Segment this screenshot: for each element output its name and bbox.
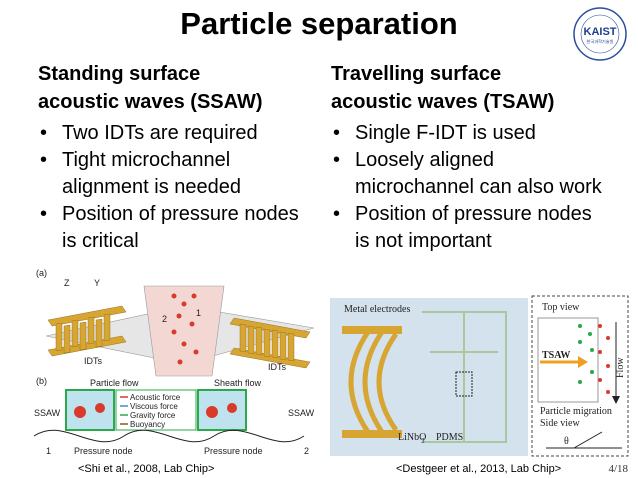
side-view-label: Side view	[540, 418, 580, 429]
pdms-label: PDMS	[436, 432, 463, 443]
num-1: 1	[46, 446, 51, 456]
right-bullet: Single F-IDT is used	[331, 120, 611, 147]
tsaw-figure: Metal electrodes LiNbO 3 PDMS Top view T…	[330, 292, 630, 460]
left-bullet: Two IDTs are required	[38, 120, 300, 147]
page-number: 4/18	[608, 463, 628, 475]
num-2: 2	[162, 314, 167, 324]
top-view-label: Top view	[542, 302, 580, 313]
right-bullet: Loosely aligned microchannel can also wo…	[331, 147, 611, 201]
ssaw-figure: (a)	[34, 268, 315, 456]
fig-label-b: (b)	[36, 376, 47, 386]
panel-b-legend-box	[115, 389, 197, 431]
kaist-logo: KAIST 한국과학기술원	[573, 7, 627, 61]
left-bullet: Tight microchannel alignment is needed	[38, 147, 300, 201]
particle-migration-label: Particle migration	[540, 406, 612, 417]
left-heading: Standing surface acoustic waves (SSAW)	[38, 60, 263, 116]
logo-text: KAIST	[584, 26, 617, 38]
right-citation: <Destgeer et al., 2013, Lab Chip>	[396, 463, 562, 475]
sheath-flow-label: Sheath flow	[214, 378, 262, 388]
left-heading-line1: Standing surface	[38, 63, 201, 85]
legend-buoyancy: Buoyancy	[130, 420, 165, 429]
ssaw-wave	[34, 429, 305, 443]
slide-title: Particle separation	[180, 6, 458, 41]
tsaw-label: TSAW	[542, 350, 570, 361]
panel-b-left-box	[65, 389, 115, 431]
panel-b-balls	[74, 403, 237, 418]
ssaw-particles	[171, 293, 199, 365]
inset-particles	[578, 324, 610, 394]
linbo3-sub: 3	[421, 437, 425, 445]
idt-left	[47, 305, 127, 357]
left-heading-line2: acoustic waves (SSAW)	[38, 91, 263, 113]
left-bullets: Two IDTs are required Tight microchannel…	[38, 120, 300, 255]
legend-viscous: Viscous force	[130, 402, 178, 411]
f-idt	[348, 330, 399, 434]
inset-channel	[537, 317, 599, 403]
idt-bus-top	[342, 326, 402, 334]
linbo3-label: LiNbO	[398, 432, 426, 443]
idt-bus-bottom	[342, 430, 402, 438]
ssaw-left-label: SSAW	[34, 408, 61, 418]
ssaw-right-label: SSAW	[288, 408, 315, 418]
legend-gravity: Gravity force	[130, 411, 176, 420]
right-bullet: Position of pressure nodes is not import…	[331, 201, 611, 255]
metal-electrodes-label: Metal electrodes	[344, 304, 410, 315]
idt-left-label: IDTs	[84, 356, 103, 366]
ssaw-channel	[143, 285, 225, 377]
num-2-bottom: 2	[304, 446, 309, 456]
idt-right-label: IDTs	[268, 362, 287, 372]
idt-right	[229, 317, 311, 369]
right-heading-line1: Travelling surface	[331, 63, 502, 85]
flow-label: Flow	[615, 357, 626, 378]
left-citation: <Shi et al., 2008, Lab Chip>	[78, 463, 215, 475]
left-bullet: Position of pressure nodes is critical	[38, 201, 300, 255]
fig-label-a: (a)	[36, 268, 47, 278]
axis-z: Z	[64, 278, 70, 288]
zoom-box	[455, 371, 473, 397]
right-heading-line2: acoustic waves (TSAW)	[331, 91, 555, 113]
num-1-top: 1	[196, 308, 201, 318]
pdms-channel	[422, 311, 507, 443]
pressure-node-left: Pressure node	[74, 446, 133, 456]
right-heading: Travelling surface acoustic waves (TSAW)	[331, 60, 554, 116]
pressure-node-right: Pressure node	[204, 446, 263, 456]
panel-b-right-box	[197, 389, 247, 431]
legend-acoustic: Acoustic force	[130, 393, 181, 402]
side-view-angle	[573, 431, 603, 449]
logo-subtext: 한국과학기술원	[587, 38, 614, 45]
axis-y: Y	[94, 278, 100, 288]
right-bullets: Single F-IDT is used Loosely aligned mic…	[331, 120, 611, 255]
particle-flow-label: Particle flow	[90, 378, 139, 388]
panel-b-legend: Acoustic force Viscous force Gravity for…	[130, 393, 181, 429]
theta-label: θ	[564, 436, 569, 447]
